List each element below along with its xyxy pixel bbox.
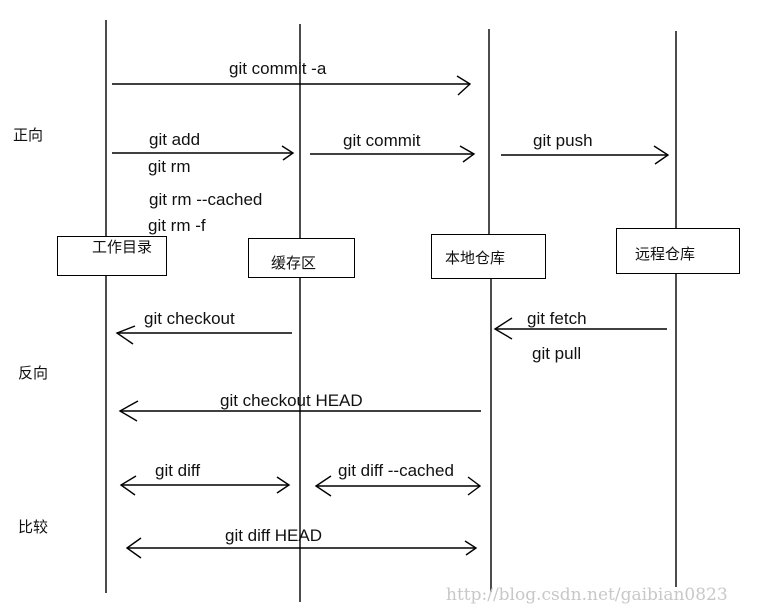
section-label-compare: 比较 [18,518,49,536]
watermark-url: http://blog.csdn.net/gaibian0823 [446,585,728,605]
arrow-diff [119,475,291,496]
section-label-forward: 正向 [13,126,44,144]
label-push: git push [533,131,593,150]
area-box-remote-repo: 远程仓库 [616,228,740,274]
label-diff-cached: git diff --cached [338,461,454,480]
label-pull: git pull [532,344,582,363]
label-add: git add [149,130,201,149]
arrow-commit [310,145,476,163]
label-rm-cached: git rm --cached [149,190,263,209]
area-label-staging: 缓存区 [271,254,317,272]
area-label-local-repo: 本地仓库 [445,249,506,267]
section-label-reverse: 反向 [18,364,49,382]
arrow-push [501,145,670,165]
arrow-diff-head [125,537,478,559]
label-diff: git diff [155,461,201,480]
arrow-checkout [115,325,292,345]
area-box-local-repo: 本地仓库 [431,234,546,279]
arrow-add [112,145,295,161]
label-checkout: git checkout [144,309,235,328]
arrow-diff-cached [314,475,482,497]
label-checkout-head: git checkout HEAD [220,391,363,410]
arrow-commit-a [112,75,472,96]
area-label-remote-repo: 远程仓库 [635,245,696,263]
arrow-checkout-head [118,400,481,422]
label-commit-a: git commit -a [229,59,327,78]
label-diff-head: git diff HEAD [225,526,323,545]
label-rm: git rm [148,157,191,176]
label-rm-f: git rm -f [148,216,206,235]
area-box-staging: 缓存区 [248,238,355,278]
area-label-working-dir: 工作目录 [92,238,153,256]
label-fetch: git fetch [527,309,587,328]
label-commit: git commit [343,131,421,150]
arrow-fetch [493,317,667,340]
area-box-working-dir: 工作目录 [57,236,167,276]
